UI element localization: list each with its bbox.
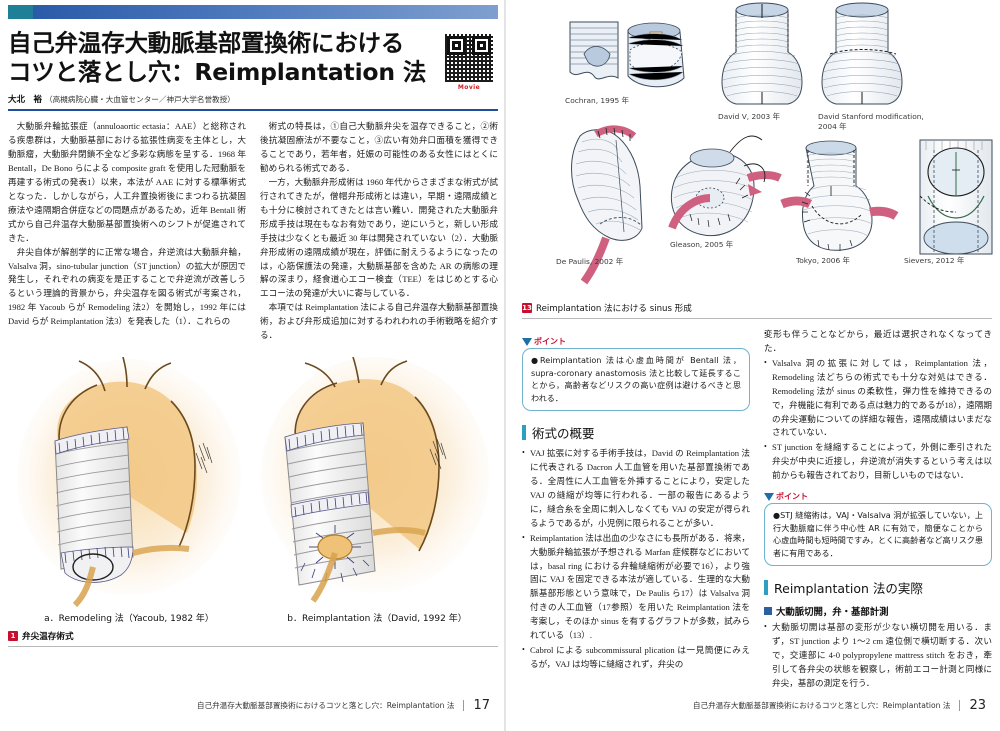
- section-heading-reimplantation-practice: Reimplantation 法の実際: [764, 578, 992, 597]
- subsection-heading: 大動脈切開，弁・基部計測: [764, 604, 992, 618]
- graft-caption: Sievers, 2012 年: [904, 256, 965, 265]
- author-affiliation: （高槻病院心臓・大血管センター／神戸大学名誉教授）: [44, 95, 235, 105]
- qr-label: Movie: [457, 84, 481, 91]
- graft-caption: Gleason, 2005 年: [670, 240, 734, 249]
- list-item: ST junction を縫縮することによって，外側に牽引された弁尖が中央に近接…: [764, 441, 992, 483]
- graft-de-paulis: [571, 125, 643, 285]
- graft-caption: David V, 2003 年: [718, 112, 780, 121]
- figure-13-label: 13 Reimplantation 法における sinus 形成: [522, 302, 992, 314]
- author-name: 大北 裕: [8, 95, 43, 106]
- paragraph: 大動脈弁輪拡張症（annuloaortic ectasia：AAE）と総称される…: [8, 121, 246, 243]
- graft-caption: Tokyo, 2006 年: [796, 256, 850, 265]
- procedure-overview-list: VAJ 拡張に対する手術手技は，David の Reimplantation 法…: [522, 447, 750, 672]
- subsection-list: 大動脈切開は基部の変形が少ない横切開を用いる．まず，ST junction より…: [764, 621, 992, 691]
- point-box-2: ポイント ●STJ 縫縮術は，VAJ・Valsalva 洞が拡張していない，上行…: [764, 491, 992, 567]
- paragraph: 本項では Reimplantation 法による自己弁温存大動脈基部置換術，およ…: [260, 302, 498, 341]
- continued-paragraph: 変形も伴うことなどから，最近は選択されなくなってきた．: [764, 328, 992, 356]
- title-divider: [8, 109, 498, 112]
- figure-b-cell: b．Reimplantation 法（David, 1992 年）: [256, 356, 498, 625]
- point-label: ポイント: [534, 337, 566, 346]
- chapter-tab-marker: [8, 5, 33, 19]
- list-item: VAJ 拡張に対する手術手技は，David の Reimplantation 法…: [522, 447, 750, 531]
- list-item: 大動脈切開は基部の変形が少ない横切開を用いる．まず，ST junction より…: [764, 621, 992, 691]
- paragraph: 一方，大動脈弁形成術は 1960 年代からさまざまな術式が試行されてきたが，僧帽…: [260, 177, 498, 299]
- point-box-body: ●STJ 縫縮術は，VAJ・Valsalva 洞が拡張していない，上行大動脈瘤に…: [764, 503, 992, 567]
- right-column-2: 変形も伴うことなどから，最近は選択されなくなってきた． Valsalva 洞の拡…: [764, 328, 992, 692]
- movie-qr-block[interactable]: Movie: [442, 33, 496, 91]
- valve-sparing-figures: a．Remodeling 法（Yacoub, 1982 年）: [8, 356, 498, 625]
- sinus-formation-figures: Cochran, 1995 年 David V, 2003 年 David St…: [522, 0, 993, 300]
- title-line-2: コツと落とし穴：Reimplantation 法: [8, 57, 427, 86]
- paragraph: 術式の特長は，①自己大動脈弁尖を温存できること，②術後抗凝固療法が不要なこと，③…: [260, 121, 498, 174]
- bullet-icon: ●: [773, 510, 781, 521]
- page-number: 23: [969, 698, 986, 713]
- triangle-icon: [764, 492, 774, 501]
- section-accent-bar: [764, 580, 768, 596]
- list-item: Valsalva 洞の拡張に対しては，Reimplantation 法，Remo…: [764, 357, 992, 441]
- page-number: 17: [473, 698, 490, 713]
- author-byline: 大北 裕 （高槻病院心臓・大血管センター／神戸大学名誉教授）: [8, 93, 434, 105]
- point-box-1: ポイント ●Reimplantation 法は心虚血時間が Bentall 法，…: [522, 336, 750, 412]
- title-line-1: 自己弁温存大動脈基部置換術における: [8, 29, 405, 57]
- paragraph: 弁尖自体が解剖学的に正常な場合，弁逆流は大動脈弁輪，Valsalva 洞，sin…: [8, 246, 246, 327]
- right-text-columns: ポイント ●Reimplantation 法は心虚血時間が Bentall 法，…: [522, 328, 992, 692]
- figure-number-badge: 13: [522, 303, 532, 313]
- graft-caption: Cochran, 1995 年: [565, 96, 629, 105]
- left-column-2: 術式の特長は，①自己大動脈弁尖を温存できること，②術後抗凝固療法が不要なこと，③…: [260, 120, 498, 343]
- list-item: Reimplantation 法は出血の少なさにも長所がある．将来，大動脈弁輪拡…: [522, 532, 750, 643]
- point-box-body: ●Reimplantation 法は心虚血時間が Bentall 法，supra…: [522, 348, 750, 412]
- graft-caption: De Paulis, 2002 年: [556, 257, 624, 266]
- graft-sievers: [919, 139, 993, 255]
- header-color-band: [8, 5, 498, 19]
- figure-divider: [522, 318, 992, 319]
- figure-divider: [8, 646, 498, 648]
- left-text-columns: 大動脈弁輪拡張症（annuloaortic ectasia：AAE）と総称される…: [8, 120, 498, 343]
- graft-caption: David Stanford modification, 2004 年: [818, 112, 924, 131]
- right-page: Cochran, 1995 年 David V, 2003 年 David St…: [508, 0, 1000, 731]
- point-text: Reimplantation 法は心虚血時間が Bentall 法，supra-…: [531, 355, 742, 403]
- subsection-title: 大動脈切開，弁・基部計測: [776, 607, 889, 619]
- list-item: Cabrol による subcommissural plication は一見簡…: [522, 644, 750, 672]
- figure-a-caption: a．Remodeling 法（Yacoub, 1982 年）: [44, 614, 214, 625]
- right-column-1: ポイント ●Reimplantation 法は心虚血時間が Bentall 法，…: [522, 328, 750, 692]
- point-label: ポイント: [776, 492, 808, 502]
- figure-a-cell: a．Remodeling 法（Yacoub, 1982 年）: [8, 356, 250, 625]
- figure-title: 弁尖温存術式: [22, 632, 74, 643]
- graft-cochran: [569, 21, 685, 88]
- page-title: 自己弁温存大動脈基部置換術における コツと落とし穴：Reimplantation…: [8, 29, 434, 86]
- figure-b-caption: b．Reimplantation 法（David, 1992 年）: [287, 614, 467, 625]
- continued-discussion-list: 変形も伴うことなどから，最近は選択されなくなってきた． Valsalva 洞の拡…: [764, 328, 992, 483]
- section-heading-procedure-overview: 術式の概要: [522, 423, 750, 442]
- graft-tokyo: [780, 140, 899, 251]
- point-text: STJ 縫縮術は，VAJ・Valsalva 洞が拡張していない，上行大動脈瘤に伴…: [773, 510, 984, 558]
- figure-a-canvas: [8, 356, 250, 608]
- qr-code-icon[interactable]: [444, 33, 494, 83]
- figure-title: Reimplantation 法における sinus 形成: [536, 304, 692, 314]
- point-box-header: ポイント: [522, 336, 750, 347]
- figure-number-badge: 1: [8, 631, 18, 642]
- running-head: 自己弁温存大動脈基部置換術におけるコツと落とし穴：Reimplantation …: [693, 700, 961, 711]
- left-column-1: 大動脈弁輪拡張症（annuloaortic ectasia：AAE）と総称される…: [8, 120, 246, 343]
- reimplantation-illustration: [261, 356, 489, 603]
- title-block: 自己弁温存大動脈基部置換術における コツと落とし穴：Reimplantation…: [8, 29, 498, 105]
- running-head: 自己弁温存大動脈基部置換術におけるコツと落とし穴：Reimplantation …: [197, 700, 465, 711]
- figure-1-label: 1 弁尖温存術式: [8, 630, 498, 642]
- square-bullet-icon: [764, 607, 772, 616]
- right-page-footer: 自己弁温存大動脈基部置換術におけるコツと落とし穴：Reimplantation …: [693, 698, 986, 713]
- section-title: Reimplantation 法の実際: [774, 581, 923, 597]
- sinus-graft-illustrations: [569, 2, 993, 285]
- bullet-icon: ●: [531, 355, 540, 365]
- remodeling-illustration: [17, 356, 241, 608]
- left-page-footer: 自己弁温存大動脈基部置換術におけるコツと落とし穴：Reimplantation …: [197, 698, 490, 713]
- graft-david-v: [721, 2, 803, 105]
- left-page: 自己弁温存大動脈基部置換術における コツと落とし穴：Reimplantation…: [8, 5, 498, 713]
- section-title: 術式の概要: [532, 426, 595, 442]
- point-box-header: ポイント: [764, 491, 992, 502]
- section-accent-bar: [522, 425, 526, 441]
- graft-gleason: [668, 135, 782, 236]
- book-gutter: [504, 0, 506, 731]
- graft-david-stanford: [821, 2, 903, 105]
- triangle-icon: [522, 337, 532, 346]
- figure-b-canvas: [256, 356, 498, 607]
